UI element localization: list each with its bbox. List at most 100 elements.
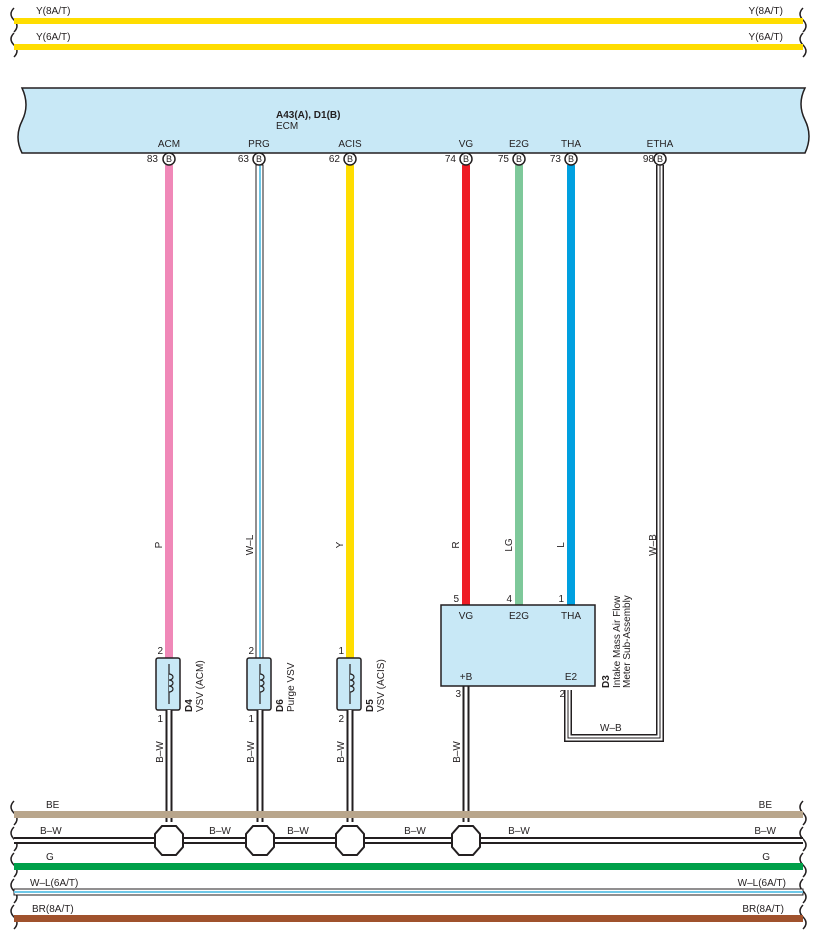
bottom-bus-g: G G xyxy=(10,852,807,878)
ecm-pin-number: 98 xyxy=(643,154,655,165)
wire-prg-stripe xyxy=(259,165,261,658)
ecm-pin-number: 75 xyxy=(498,154,510,165)
wire-prg: W–L xyxy=(245,164,264,659)
ecm-pin-terminal: ACIS xyxy=(338,139,362,150)
vsv-pin-top: 2 xyxy=(248,646,254,657)
vsv-acm: 2 1 D4 VSV (ACM) xyxy=(155,646,206,725)
ecm-pin-acis: ACIS 62 B xyxy=(329,139,362,166)
bottom-bus-stripe xyxy=(14,891,803,893)
bottom-bus-label-left: W–L(6A/T) xyxy=(30,878,78,889)
ecm-pin-connector: B xyxy=(347,154,353,164)
wire-tha-line xyxy=(567,165,575,605)
ecm-pin-connector: B xyxy=(256,154,262,164)
ecm-pin-number: 83 xyxy=(147,154,159,165)
wire-etha: W–B W–B xyxy=(564,165,664,742)
top-bus-label-left: Y(6A/T) xyxy=(36,32,70,43)
vsv-code: D6 xyxy=(275,699,286,712)
bottom-bus-line xyxy=(14,863,803,870)
maf-code: D3 xyxy=(601,675,612,688)
ecm-pin-terminal: E2G xyxy=(509,139,529,150)
wire-e2g-color-label: LG xyxy=(504,538,515,552)
vsv-name: VSV (ACM) xyxy=(195,660,206,712)
vsv-pin-top: 2 xyxy=(157,646,163,657)
ground-wire-label: B–W xyxy=(155,741,166,763)
bw-segment-label: B–W xyxy=(287,826,309,837)
bottom-bus-line xyxy=(14,915,803,922)
top-bus-label-right: Y(6A/T) xyxy=(749,32,783,43)
ecm-pin-connector-circle xyxy=(162,152,176,166)
ecm-pin-etha: ETHA 98 B xyxy=(643,139,674,166)
maf-pin-number: 3 xyxy=(455,689,461,700)
ecm-pin-connector-circle xyxy=(459,152,473,166)
ecm-pin-connector-circle xyxy=(512,152,526,166)
top-bus-y-8at: Y(8A/T) Y(8A/T) xyxy=(10,6,807,33)
maf-name-line2: Meter Sub-Assembly xyxy=(622,595,633,688)
maf-pin-number: 2 xyxy=(559,689,565,700)
top-bus-label-right: Y(8A/T) xyxy=(749,6,783,17)
vsv-body xyxy=(246,657,272,711)
maf-meter: 5 4 1 VG E2G THA +B E2 3 2 D3 Intake Mas… xyxy=(440,594,633,700)
bottom-bus-bw: B–W B–W B–W B–W B–W B–W xyxy=(10,826,807,852)
ecm-pin-terminal: THA xyxy=(561,139,581,150)
wire-acis-color-label: Y xyxy=(335,541,346,548)
ecm-pin-e2g: E2G 75 B xyxy=(498,139,529,166)
bottom-bus-be: BE BE xyxy=(10,800,807,826)
vsv-pin-bottom: 1 xyxy=(157,714,163,725)
maf-pin-number: 4 xyxy=(506,594,512,605)
ecm-pin-number: 73 xyxy=(550,154,562,165)
maf-pin-label: THA xyxy=(561,611,581,622)
ground-wire-label: B–W xyxy=(452,741,463,763)
maf-pin-label: VG xyxy=(459,611,474,622)
ground-wire-label: B–W xyxy=(336,741,347,763)
ecm-pin-connector-circle xyxy=(252,152,266,166)
bottom-bus-label-left: BE xyxy=(46,800,60,811)
bottom-bus-label-right: W–L(6A/T) xyxy=(738,878,786,889)
ecm-pin-terminal: VG xyxy=(459,139,474,150)
vsv-code: D4 xyxy=(184,699,195,712)
vsv-pin-bottom: 2 xyxy=(338,714,344,725)
wire-tha-color-label: L xyxy=(556,542,567,548)
wire-tha: L xyxy=(556,165,575,605)
ecm-pin-connector: B xyxy=(657,154,663,164)
ground-wire-label: B–W xyxy=(246,741,257,763)
maf-body xyxy=(440,604,596,687)
vsv-body xyxy=(336,657,362,711)
ground-wires: B–W B–W B–W B–W xyxy=(155,686,470,822)
ecm-pin-connector-circle xyxy=(564,152,578,166)
vsv-body xyxy=(155,657,181,711)
wire-acis-line xyxy=(346,165,354,658)
vsv-code: D5 xyxy=(365,699,376,712)
splice-point xyxy=(154,825,184,856)
ecm-pin-connector: B xyxy=(516,154,522,164)
bottom-bus-label-left: G xyxy=(46,852,54,863)
bottom-bus-line xyxy=(14,811,803,818)
ecm-pin-terminal: PRG xyxy=(248,139,270,150)
vsv-pin-bottom: 1 xyxy=(248,714,254,725)
vsv-acis: 1 2 D5 VSV (ACIS) xyxy=(336,646,387,725)
ecm-pin-number: 62 xyxy=(329,154,341,165)
ecm-body xyxy=(17,87,810,154)
solenoid-coil-icon xyxy=(259,673,265,693)
splice-point xyxy=(335,825,365,856)
ecm-pin-connector: B xyxy=(568,154,574,164)
ecm-pin-terminal: ETHA xyxy=(647,139,674,150)
ecm-pin-connector: B xyxy=(166,154,172,164)
ecm-block: A43(A), D1(B) ECM xyxy=(17,87,810,154)
bw-segment-label: B–W xyxy=(508,826,530,837)
wire-acis: Y xyxy=(335,165,354,658)
bottom-bus-label-left: B–W xyxy=(40,826,62,837)
wire-prg-color-label: W–L xyxy=(245,534,256,555)
ecm-name: ECM xyxy=(276,121,298,132)
solenoid-coil-icon xyxy=(349,673,355,693)
bw-segment-label: B–W xyxy=(404,826,426,837)
wire-acm-line xyxy=(165,165,173,658)
bottom-bus-label-left: BR(8A/T) xyxy=(32,904,74,915)
ecm-pin-vg: VG 74 B xyxy=(445,139,474,166)
top-bus-label-left: Y(8A/T) xyxy=(36,6,70,17)
vsv-purge: 2 1 D6 Purge VSV xyxy=(246,646,297,725)
bottom-bus-label-right: BR(8A/T) xyxy=(742,904,784,915)
ecm-pin-tha: THA 73 B xyxy=(550,139,581,166)
bottom-bus-label-right: B–W xyxy=(754,826,776,837)
ecm-pin-prg: PRG 63 B xyxy=(238,139,270,166)
